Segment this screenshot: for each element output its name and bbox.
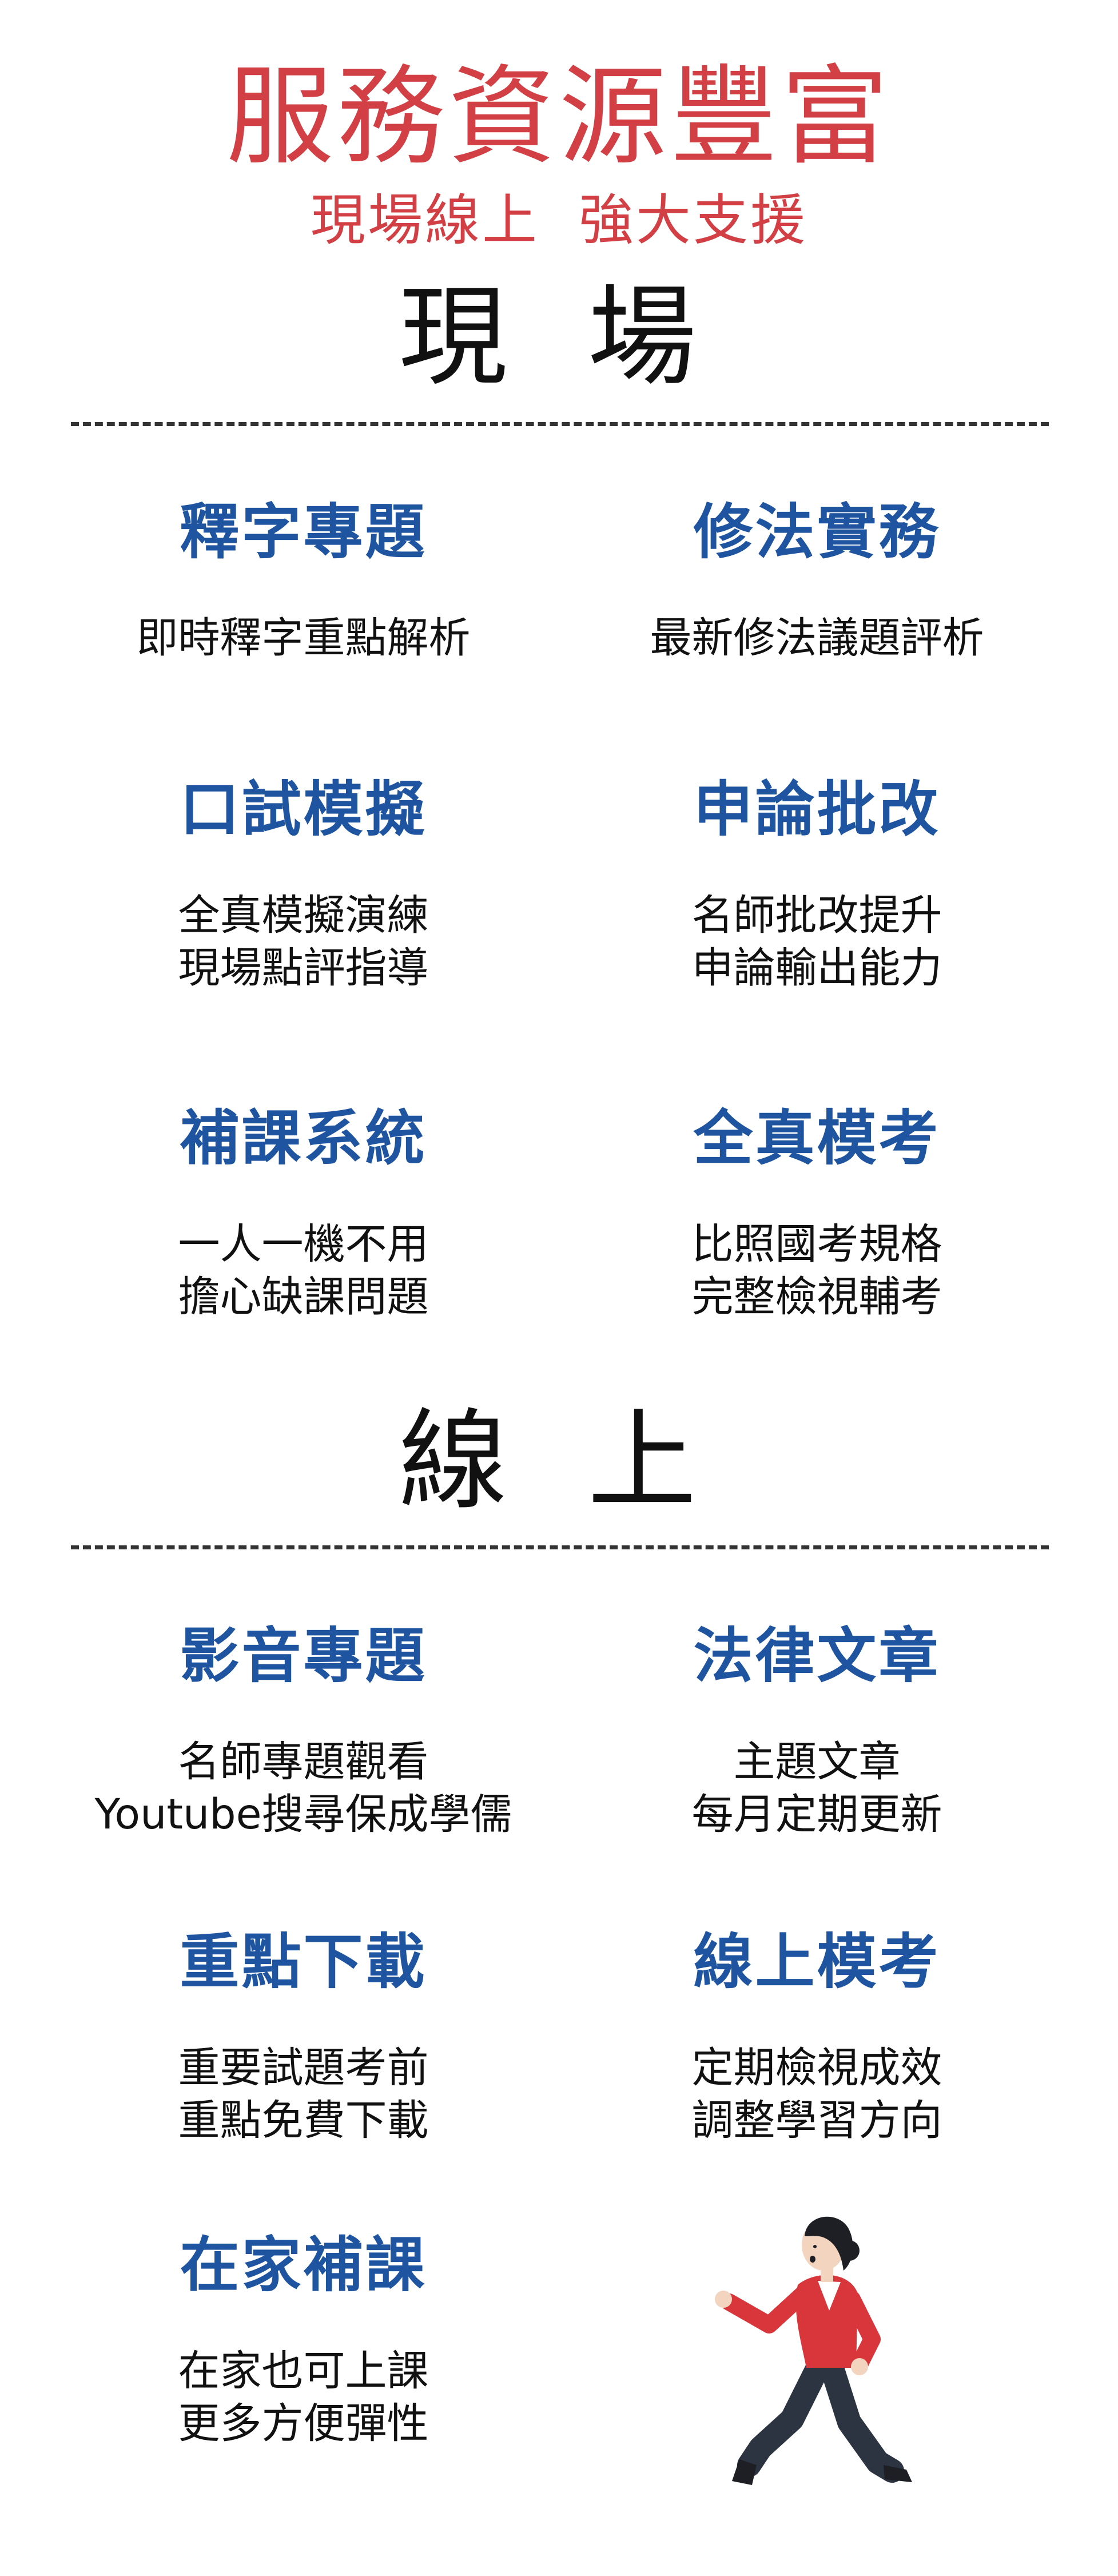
section-divider-online [71, 1545, 1049, 1549]
running-woman-icon [715, 2216, 912, 2485]
item-description-line: 一人一機不用 [178, 1220, 429, 1269]
item-description: 全真模擬演練 現場點評指導 [24, 889, 583, 995]
item-description-line: 申論輸出能力 [691, 944, 942, 992]
item-description: 名師專題觀看 Youtube搜尋保成學儒 [24, 1736, 583, 1841]
item-description-line: 最新修法議題評析 [650, 614, 984, 662]
item-description-line: 每月定期更新 [691, 1790, 942, 1839]
item-description-line: 名師批改提升 [691, 891, 942, 940]
item-title: 申論批改 [693, 774, 941, 844]
item-title: 補課系統 [180, 1103, 427, 1173]
item-description: 即時釋字重點解析 [24, 612, 583, 665]
item-description: 重要試題考前 重點免費下載 [24, 2042, 583, 2147]
item-title: 線上模考 [693, 1927, 941, 1997]
item-title: 法律文章 [693, 1621, 941, 1691]
item-description-line: 定期檢視成效 [691, 2044, 942, 2092]
section-heading-online: 線 上 [399, 1398, 719, 1524]
item-title: 重點下載 [180, 1927, 427, 1997]
item-description-line: 名師專題觀看 [178, 1738, 429, 1786]
item-description-line: 在家也可上課 [178, 2347, 429, 2395]
item-description: 最新修法議題評析 [538, 612, 1096, 665]
item-title: 在家補課 [180, 2230, 427, 2300]
item-description-line: 即時釋字重點解析 [136, 614, 471, 662]
item-description-line: 擔心缺課問題 [178, 1273, 429, 1321]
section-divider-onsite [71, 422, 1049, 426]
item-description-line: 調整學習方向 [691, 2096, 942, 2145]
item-description-line: 現場點評指導 [178, 944, 429, 992]
item-title: 全真模考 [693, 1103, 941, 1173]
item-description-line: 更多方便彈性 [178, 2399, 429, 2448]
item-description-line: 重要試題考前 [178, 2044, 429, 2092]
section-heading-onsite: 現 場 [399, 274, 719, 400]
item-description-line: 主題文章 [733, 1738, 901, 1786]
page-subtitle: 現場線上 強大支援 [310, 188, 808, 252]
item-title: 修法實務 [693, 497, 941, 567]
item-description: 一人一機不用 擔心缺課問題 [24, 1218, 583, 1323]
item-description: 比照國考規格 完整檢視輔考 [538, 1218, 1096, 1323]
item-description: 定期檢視成效 調整學習方向 [538, 2042, 1096, 2147]
item-title: 影音專題 [180, 1621, 427, 1691]
item-description: 在家也可上課 更多方便彈性 [24, 2345, 583, 2450]
item-title: 釋字專題 [180, 497, 427, 567]
item-description-line: 重點免費下載 [178, 2096, 429, 2145]
item-description-line: 比照國考規格 [691, 1220, 942, 1269]
page-title: 服務資源豐富 [226, 54, 892, 180]
item-description: 名師批改提升 申論輸出能力 [538, 889, 1096, 995]
item-description-line: Youtube搜尋保成學儒 [94, 1790, 512, 1839]
item-description-line: 完整檢視輔考 [691, 1273, 942, 1321]
item-description: 主題文章 每月定期更新 [538, 1736, 1096, 1841]
item-title: 口試模擬 [180, 774, 427, 844]
item-description-line: 全真模擬演練 [178, 891, 429, 940]
